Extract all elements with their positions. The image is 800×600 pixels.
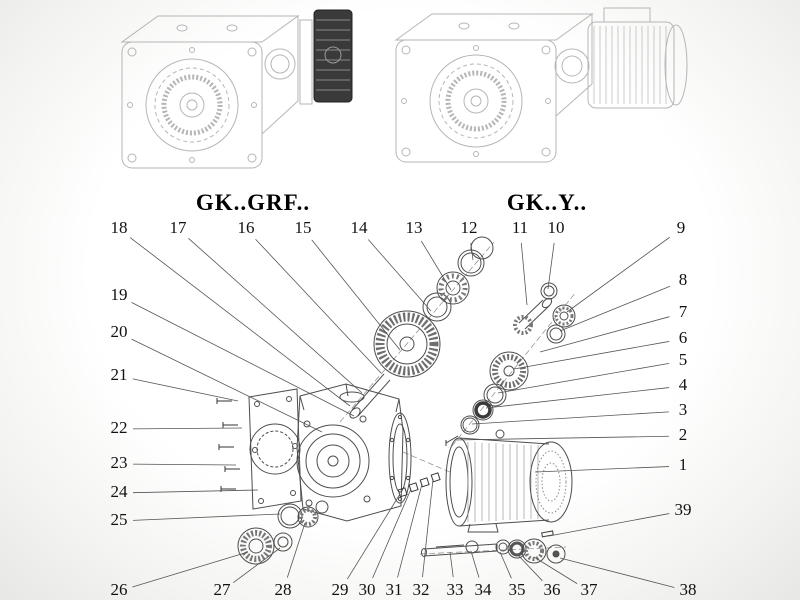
pinion-shaft-parts [460, 282, 576, 435]
part-number-15: 15 [294, 218, 312, 237]
variant-title-gk-y: GK..Y.. [506, 190, 588, 215]
output-shaft-assembly [421, 530, 566, 564]
leader-line-26 [132, 551, 249, 588]
part-number-26: 26 [110, 580, 128, 599]
leader-line-38 [559, 557, 675, 588]
leader-line-37 [533, 556, 578, 584]
part-number-11: 11 [511, 218, 529, 237]
leader-line-23 [132, 463, 237, 466]
part-number-10: 10 [547, 218, 565, 237]
part-number-32: 32 [412, 580, 430, 599]
leader-line-21 [132, 378, 239, 402]
leader-line-30 [372, 488, 412, 579]
coupling-small-parts [397, 435, 459, 498]
leader-line-22 [132, 427, 243, 430]
part-number-18: 18 [110, 218, 128, 237]
part-number-1: 1 [678, 455, 688, 474]
part-number-5: 5 [678, 350, 688, 369]
part-number-17: 17 [169, 218, 187, 237]
leader-line-27 [233, 547, 281, 583]
leader-line-28 [286, 522, 306, 578]
gear-housing [296, 383, 412, 522]
part-number-31: 31 [385, 580, 403, 599]
leader-line-15 [311, 239, 401, 351]
leader-line-12 [470, 242, 474, 261]
part-number-4: 4 [678, 375, 688, 394]
leader-line-32 [422, 478, 434, 578]
part-number-30: 30 [358, 580, 376, 599]
axis-centerlines [339, 241, 577, 555]
part-number-7: 7 [678, 302, 688, 321]
leader-line-16 [255, 238, 382, 374]
leader-line-5 [497, 362, 670, 394]
part-number-28: 28 [274, 580, 292, 599]
part-number-8: 8 [678, 270, 688, 289]
leader-line-24 [132, 489, 259, 494]
part-number-33: 33 [446, 580, 464, 599]
part-number-23: 23 [110, 453, 128, 472]
leader-line-14 [367, 239, 432, 312]
input-flange-plate [248, 388, 302, 510]
leader-line-8 [559, 285, 671, 332]
part-number-37: 37 [580, 580, 598, 599]
leader-line-36 [516, 553, 543, 582]
part-number-13: 13 [405, 218, 423, 237]
leader-line-4 [485, 387, 670, 409]
part-number-22: 22 [110, 418, 128, 437]
leader-line-18 [129, 237, 351, 407]
figure-gk-y-assembled [394, 7, 688, 163]
leader-line-2 [454, 435, 670, 441]
leader-line-1 [534, 466, 670, 473]
part-number-19: 19 [110, 285, 128, 304]
figure-gk-grf-assembled [120, 9, 353, 169]
part-number-14: 14 [350, 218, 368, 237]
part-number-24: 24 [110, 482, 128, 501]
leader-line-35 [499, 551, 512, 579]
part-number-16: 16 [237, 218, 255, 237]
part-number-6: 6 [678, 328, 688, 347]
part-number-2: 2 [678, 425, 688, 444]
part-number-25: 25 [110, 510, 128, 529]
flange-screws [216, 398, 240, 492]
part-number-9: 9 [676, 218, 686, 237]
output-bearing-parts [237, 500, 329, 565]
leader-line-29 [347, 493, 401, 580]
part-number-3: 3 [678, 400, 688, 419]
leader-line-13 [420, 240, 452, 291]
part-number-34: 34 [474, 580, 492, 599]
leader-line-17 [188, 238, 363, 394]
part-number-21: 21 [110, 365, 128, 384]
part-number-39: 39 [674, 500, 692, 519]
variant-title-gk-grf: GK..GRF.. [195, 190, 311, 215]
leader-line-3 [471, 411, 670, 425]
part-number-29: 29 [331, 580, 349, 599]
input-adapter-cap [313, 9, 353, 103]
leader-line-7 [539, 316, 670, 353]
leader-line-39 [548, 513, 670, 537]
leader-line-10 [547, 242, 555, 290]
part-number-36: 36 [543, 580, 561, 599]
leader-line-25 [132, 513, 281, 521]
input-shaft-gear-stack [349, 236, 494, 419]
leader-line-9 [566, 236, 670, 313]
leader-line-6 [513, 341, 670, 370]
leader-line-33 [449, 551, 454, 578]
leader-line-11 [520, 242, 528, 306]
part-number-12: 12 [460, 218, 478, 237]
part-number-38: 38 [679, 580, 697, 599]
leader-line-19 [131, 302, 355, 417]
leader-line-34 [470, 550, 480, 578]
part-number-35: 35 [508, 580, 526, 599]
part-number-20: 20 [110, 322, 128, 341]
leader-line-31 [397, 483, 423, 578]
motor-sketch [587, 7, 688, 109]
motor [445, 429, 573, 533]
part-number-27: 27 [213, 580, 231, 599]
leader-line-20 [131, 338, 323, 433]
